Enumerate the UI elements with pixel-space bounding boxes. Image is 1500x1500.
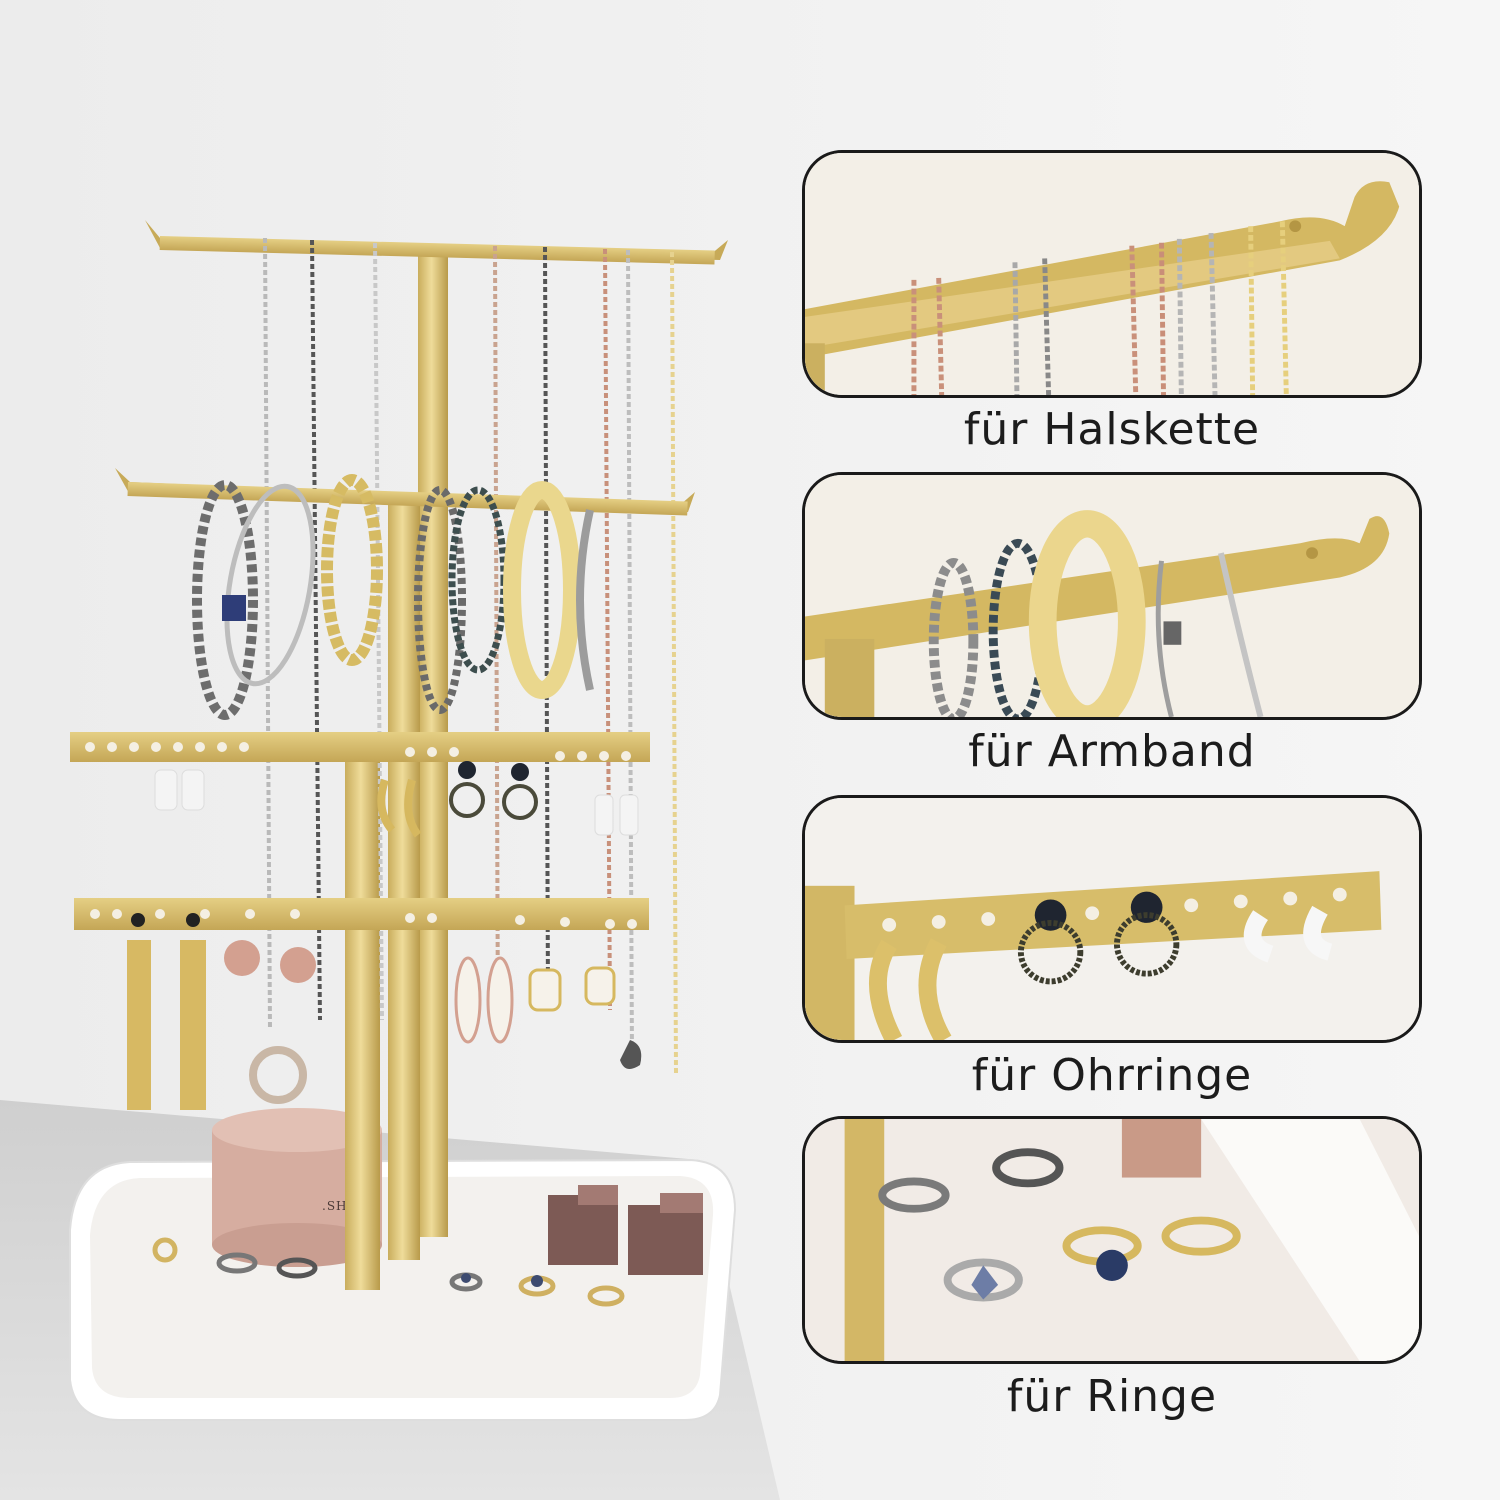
earring-closeup-panel bbox=[802, 795, 1422, 1043]
necklace-caption: für Halskette bbox=[963, 404, 1261, 455]
bracelets bbox=[192, 474, 594, 720]
necklace-closeup-icon bbox=[805, 153, 1419, 395]
bracelet-closeup-icon bbox=[805, 475, 1419, 717]
earring-bar-upper bbox=[70, 732, 650, 762]
earring-bar-lower bbox=[74, 898, 649, 930]
ring-caption: für Ringe bbox=[1006, 1371, 1218, 1422]
ring-closeup-icon bbox=[805, 1119, 1419, 1361]
earring-caption: für Ohrringe bbox=[971, 1050, 1253, 1101]
earring-closeup-icon bbox=[805, 798, 1419, 1040]
bracelet-caption: für Armband bbox=[968, 726, 1256, 777]
bracelet-closeup-panel bbox=[802, 472, 1422, 720]
tray-rings bbox=[152, 1237, 625, 1307]
ring-holder-blocks bbox=[548, 1185, 703, 1275]
earrings bbox=[127, 761, 642, 1110]
ring-closeup-panel bbox=[802, 1116, 1422, 1364]
top-necklace-bar bbox=[145, 220, 728, 265]
necklace-closeup-panel bbox=[802, 150, 1422, 398]
